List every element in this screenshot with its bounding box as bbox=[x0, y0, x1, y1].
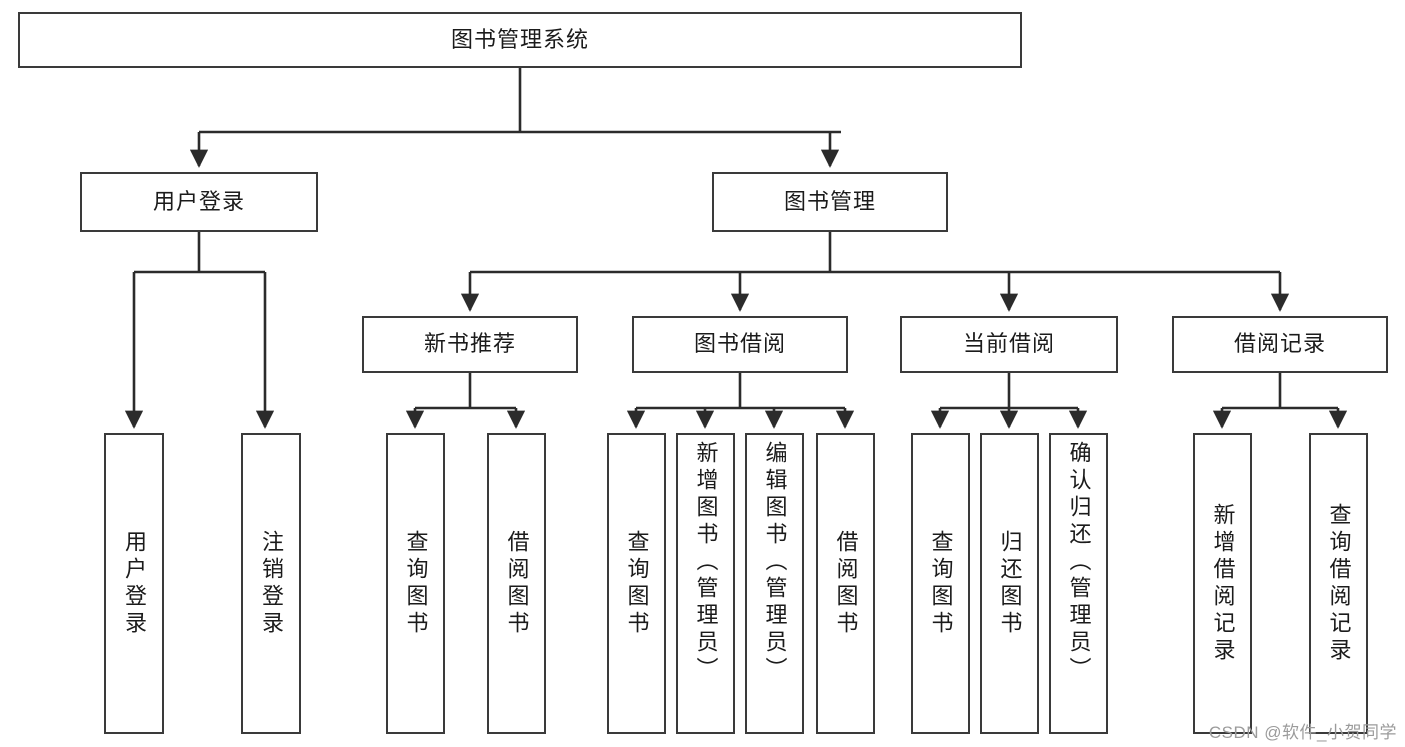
leaf-bb-query-book-label: 查询图书 bbox=[624, 529, 650, 638]
leaf-br-query-record[interactable]: 查询借阅记录 bbox=[1309, 433, 1368, 734]
leaf-br-query-record-label: 查询借阅记录 bbox=[1326, 502, 1352, 665]
node-book-borrow[interactable]: 图书借阅 bbox=[632, 316, 848, 373]
leaf-cb-return-book[interactable]: 归还图书 bbox=[980, 433, 1039, 734]
leaf-nbr-borrow-book-label: 借阅图书 bbox=[504, 529, 530, 638]
leaf-bb-edit-book-admin-label: 编辑图书（管理员） bbox=[762, 441, 788, 684]
node-borrow-record[interactable]: 借阅记录 bbox=[1172, 316, 1388, 373]
node-book-borrow-label: 图书借阅 bbox=[693, 331, 786, 357]
node-current-borrow[interactable]: 当前借阅 bbox=[900, 316, 1118, 373]
leaf-logout-label: 注销登录 bbox=[259, 529, 284, 638]
leaf-bb-add-book-admin[interactable]: 新增图书（管理员） bbox=[676, 433, 735, 734]
leaf-bb-add-book-admin-label: 新增图书（管理员） bbox=[693, 441, 719, 684]
leaf-cb-confirm-return-admin[interactable]: 确认归还（管理员） bbox=[1049, 433, 1108, 734]
leaf-br-add-record[interactable]: 新增借阅记录 bbox=[1193, 433, 1252, 734]
leaf-user-login-label: 用户登录 bbox=[122, 529, 147, 638]
leaf-bb-query-book[interactable]: 查询图书 bbox=[607, 433, 666, 734]
leaf-cb-query-book-label: 查询图书 bbox=[928, 529, 954, 638]
leaf-nbr-query-book-label: 查询图书 bbox=[403, 529, 429, 638]
node-root-label: 图书管理系统 bbox=[450, 26, 589, 52]
leaf-user-login[interactable]: 用户登录 bbox=[104, 433, 164, 734]
leaf-cb-return-book-label: 归还图书 bbox=[997, 529, 1023, 638]
node-book-management[interactable]: 图书管理 bbox=[712, 172, 948, 232]
leaf-cb-query-book[interactable]: 查询图书 bbox=[911, 433, 970, 734]
leaf-cb-confirm-return-admin-label: 确认归还（管理员） bbox=[1066, 441, 1092, 684]
leaf-nbr-borrow-book[interactable]: 借阅图书 bbox=[487, 433, 546, 734]
leaf-logout[interactable]: 注销登录 bbox=[241, 433, 301, 734]
node-user-login-label: 用户登录 bbox=[152, 188, 245, 214]
leaf-bb-borrow-book[interactable]: 借阅图书 bbox=[816, 433, 875, 734]
csdn-watermark: CSDN @软件_小贺同学 bbox=[1208, 723, 1397, 742]
leaf-bb-borrow-book-label: 借阅图书 bbox=[833, 529, 859, 638]
node-book-management-label: 图书管理 bbox=[783, 188, 876, 214]
leaf-nbr-query-book[interactable]: 查询图书 bbox=[386, 433, 445, 734]
node-new-book-recommend[interactable]: 新书推荐 bbox=[362, 316, 578, 373]
node-current-borrow-label: 当前借阅 bbox=[962, 331, 1055, 357]
node-borrow-record-label: 借阅记录 bbox=[1233, 331, 1326, 357]
node-root-book-management-system[interactable]: 图书管理系统 bbox=[18, 12, 1022, 68]
node-new-book-recommend-label: 新书推荐 bbox=[423, 331, 516, 357]
leaf-br-add-record-label: 新增借阅记录 bbox=[1210, 502, 1236, 665]
leaf-bb-edit-book-admin[interactable]: 编辑图书（管理员） bbox=[745, 433, 804, 734]
node-user-login[interactable]: 用户登录 bbox=[80, 172, 318, 232]
